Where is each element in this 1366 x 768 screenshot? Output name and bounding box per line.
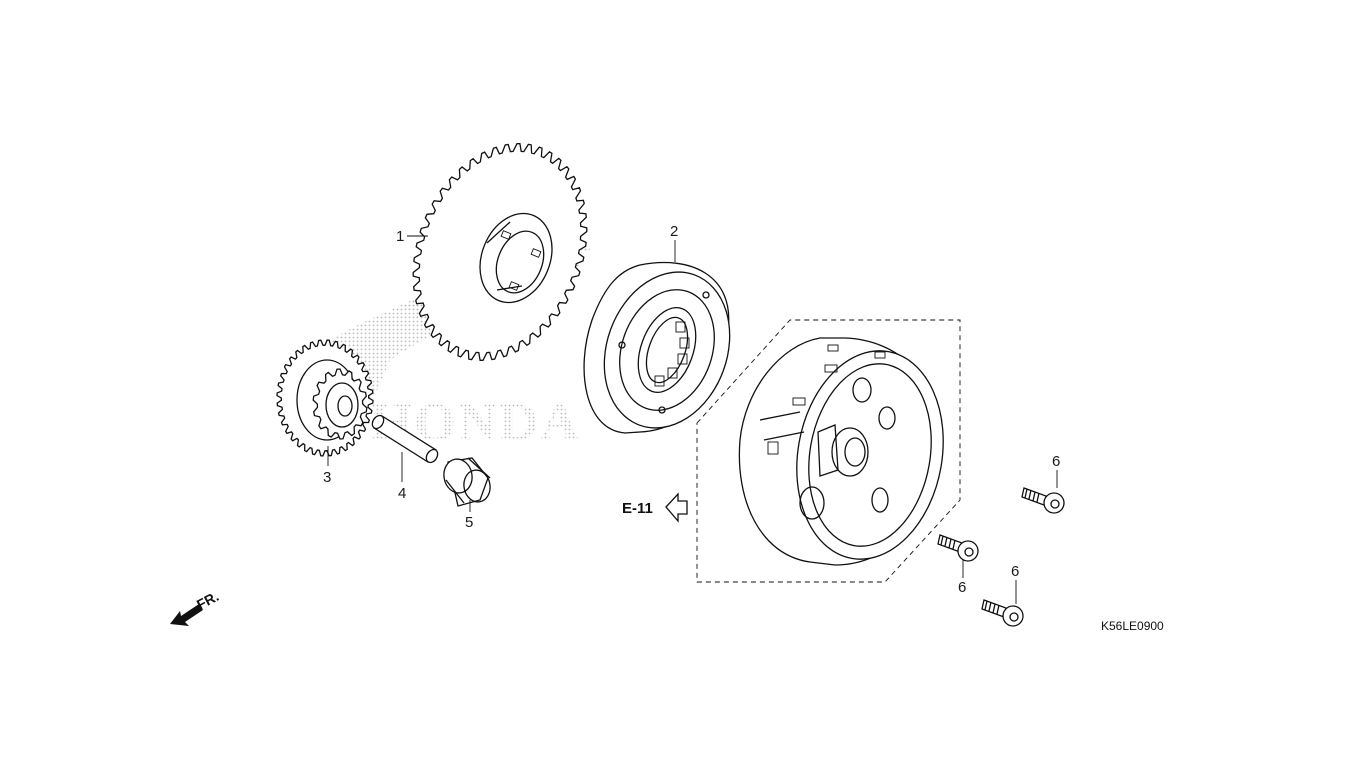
clutch-rollers bbox=[654, 321, 690, 387]
collar bbox=[443, 457, 491, 507]
bolt-a bbox=[1021, 487, 1065, 514]
callout-5: 5 bbox=[465, 514, 473, 531]
callout-4: 4 bbox=[398, 485, 406, 502]
starter-clutch-outer bbox=[583, 261, 731, 434]
callout-1: 1 bbox=[396, 228, 404, 245]
callout-6c: 6 bbox=[1011, 563, 1019, 580]
hollow-arrow-left-icon[interactable] bbox=[665, 492, 688, 523]
bolt-b bbox=[937, 534, 979, 562]
reference-label[interactable]: E-11 bbox=[622, 500, 653, 517]
flywheel-assembly bbox=[696, 319, 961, 583]
assembly-dashed-outline bbox=[696, 319, 961, 583]
starter-driven-gear bbox=[412, 143, 588, 361]
callout-6a: 6 bbox=[1052, 453, 1060, 470]
diagram-code: K56LE0900 bbox=[1101, 619, 1164, 633]
leader-lines bbox=[327, 235, 1058, 604]
bolt-c bbox=[981, 599, 1024, 627]
front-direction-indicator: FR. bbox=[170, 588, 221, 626]
starter-reduction-gear bbox=[276, 339, 374, 457]
callout-6b: 6 bbox=[958, 579, 966, 596]
reference-link[interactable]: E-11 bbox=[622, 492, 688, 523]
callout-2: 2 bbox=[670, 223, 678, 240]
front-arrow-icon bbox=[170, 604, 203, 626]
callout-3: 3 bbox=[323, 469, 331, 486]
reduction-gear-shaft bbox=[371, 414, 439, 464]
